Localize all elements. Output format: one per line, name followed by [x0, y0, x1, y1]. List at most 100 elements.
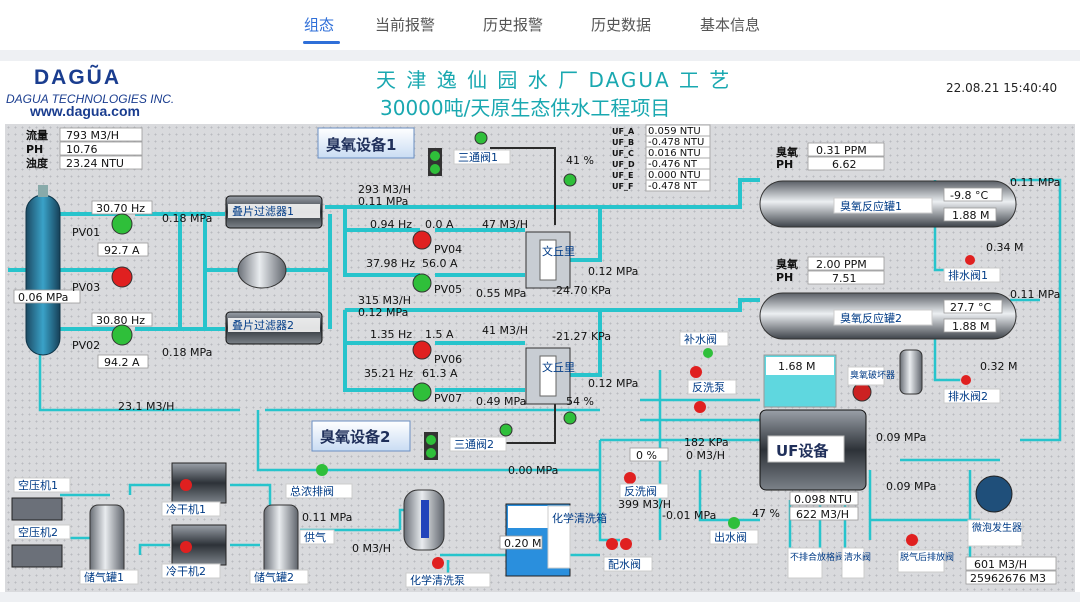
line1-vacuum: -24.70 KPa	[552, 284, 611, 297]
uf-inlet-pressure: 182 KPa	[684, 436, 729, 449]
pv07-pump-icon[interactable]	[412, 382, 432, 402]
drain-valve2-label: 排水阀2	[948, 389, 988, 403]
tab-current-alarms[interactable]: 当前报警	[375, 16, 436, 34]
uf-turb-key: UF_B	[612, 138, 634, 147]
pv06-pump-icon[interactable]	[412, 340, 432, 360]
make-up-valve-label: 补水阀	[684, 332, 717, 346]
pv04-amps: 0.0 A	[425, 218, 454, 231]
pv05-pump-icon[interactable]	[412, 273, 432, 293]
company-name: DAGUA TECHNOLOGIES INC.	[6, 92, 175, 106]
chem-tank-level: 0.20 M	[504, 537, 541, 550]
pv04-pump-icon[interactable]	[412, 230, 432, 250]
pv06-label: PV06	[434, 353, 462, 366]
divider	[0, 50, 1080, 61]
dryer2-label: 冷干机2	[166, 564, 206, 578]
venturi1-out-pressure: 0.12 MPa	[588, 265, 638, 278]
ozone-device1-label: 臭氧设备1	[326, 136, 396, 154]
line2-p-after: 0.49 MPa	[476, 395, 526, 408]
chemical-cleaning: 0 M3/H 化学清洗泵 0.20 M 化学清洗箱 配水阀	[352, 489, 653, 588]
pv02-pump-icon[interactable]	[111, 324, 133, 346]
tab-config[interactable]: 组态	[304, 16, 335, 34]
inlet-ph-value: 10.76	[66, 143, 98, 156]
pv04-hz: 0.94 Hz	[370, 218, 412, 231]
air-supply-pressure: 0.11 MPa	[302, 511, 352, 524]
uf-turb-key: UF_C	[612, 149, 634, 158]
inlet-readings: 流量 793 M3/H PH 10.76 浊度 23.24 NTU 0.06 M…	[13, 127, 174, 413]
pv05-hz: 37.98 Hz	[366, 257, 415, 270]
reactor1-ph-value: 6.62	[832, 158, 857, 171]
air-tank1-label: 储气罐1	[84, 570, 124, 584]
reactor2-o3-value: 2.00 PPM	[816, 258, 867, 271]
tab-basic-info[interactable]: 基本信息	[700, 16, 761, 34]
line1-readings: 293 M3/H 0.11 MPa 0.94 Hz 0.0 A 47 M3/H …	[358, 183, 638, 300]
line1-flow: 293 M3/H	[358, 183, 411, 196]
three-way-valve1-label: 三通阀1	[458, 150, 498, 164]
reactor2-o3-label: 臭氧	[776, 257, 798, 271]
reactor1-out-pressure: 0.11 MPa	[1010, 176, 1060, 189]
total-flow-rate: 601 M3/H	[974, 558, 1027, 571]
page-title: 天 津 逸 仙 园 水 厂 DAGUA 工 艺	[376, 68, 732, 92]
venturi1-label: 文丘里	[542, 244, 575, 258]
drain-valve1-label: 排水阀1	[948, 268, 988, 282]
backwash-pressure: -0.01 MPa	[662, 509, 716, 522]
pv02-label: PV02	[72, 339, 100, 352]
uf-pressure-2: 0.09 MPa	[886, 480, 936, 493]
pv01-amps: 92.7 A	[104, 244, 140, 257]
line1-p-after: 0.55 MPa	[476, 287, 526, 300]
uf-turb-key: UF_A	[612, 127, 635, 136]
ozone-device2-button[interactable]	[311, 420, 411, 452]
dryer1-label: 冷干机1	[166, 502, 206, 516]
ozone-lines	[490, 147, 556, 444]
line1-branch-flow: 47 M3/H	[482, 218, 528, 231]
line2-pressure: 0.12 MPa	[358, 306, 408, 319]
main-drain-valve-label: 总浓排阀	[290, 484, 334, 498]
reactor1-level: 1.88 M	[952, 209, 989, 222]
air-tank2-label: 储气罐2	[254, 570, 294, 584]
pv05-label: PV05	[434, 283, 462, 296]
pv06-amps: 1.5 A	[425, 328, 454, 341]
uf-out-flow: 622 M3/H	[796, 508, 849, 521]
flow-label: 流量	[26, 128, 48, 142]
line2-branch-flow: 41 M3/H	[482, 324, 528, 337]
line2-vacuum: -21.27 KPa	[552, 330, 611, 343]
uf-flow-a: 0 M3/H	[686, 449, 725, 462]
disc-filters: 叠片过滤器1 叠片过滤器2	[225, 195, 323, 345]
page-subtitle: 30000吨/天原生态供水工程项目	[380, 96, 671, 120]
ozone-device1-button[interactable]	[317, 127, 415, 159]
distribution-valve-label: 配水阀	[608, 557, 641, 571]
reactor1-drain-pressure: 0.34 M	[986, 241, 1023, 254]
ozone-device2-label: 臭氧设备2	[320, 428, 390, 446]
tab-history-alarms[interactable]: 历史报警	[483, 16, 544, 34]
line2-readings: 315 M3/H 0.12 MPa 1.35 Hz 1.5 A 41 M3/H …	[358, 294, 638, 408]
ozone-breaker-label: 臭氧破坏器	[850, 369, 895, 381]
three-way-valve2-label: 三通阀2	[454, 437, 494, 451]
datetime: 22.08.21 15:40:40	[946, 81, 1058, 95]
filter1-label: 叠片过滤器1	[232, 205, 294, 218]
clear-water-valve-label: 清水阀	[844, 551, 871, 563]
pump-out-pressure-2: 0.18 MPa	[162, 346, 212, 359]
ozone-devices: 臭氧设备1 三通阀1 41 % 臭氧设备2 三通阀2 54 %	[311, 127, 594, 460]
pv01-label: PV01	[72, 226, 100, 239]
pv02-hz: 30.80 Hz	[96, 314, 145, 327]
pv07-hz: 35.21 Hz	[364, 367, 413, 380]
uf-turb-value: 0.059 NTU	[648, 126, 701, 137]
outlet-valve-label: 出水阀	[714, 530, 747, 544]
air-supply-label: 供气	[304, 530, 326, 544]
bottom-strip	[0, 592, 1080, 602]
drain-valve-a-label: 不排合放格阀	[790, 551, 844, 563]
reactor2-drain-pressure: 0.32 M	[980, 360, 1017, 373]
pv03-pump-icon[interactable]	[111, 266, 133, 288]
tab-history-data[interactable]: 历史数据	[591, 16, 652, 34]
pv01-hz: 30.70 Hz	[96, 202, 145, 215]
line2-flow: 315 M3/H	[358, 294, 411, 307]
uf-turb-value: -0.476 NT	[648, 159, 698, 170]
valve2-percent: 54 %	[566, 395, 594, 408]
pv06-hz: 1.35 Hz	[370, 328, 412, 341]
uf-turb-key: UF_E	[612, 171, 633, 180]
pv01-pump-icon[interactable]	[111, 213, 133, 235]
air-compressor2-label: 空压机2	[18, 525, 58, 539]
pumps-left: 30.70 Hz PV01 92.7 A PV03 30.80 Hz PV02 …	[72, 200, 212, 369]
total-flow: 25962676 M3	[970, 572, 1046, 585]
air-system: 空压机1 空压机2 储气罐1 冷干机1 冷干机2 储气罐2 0.11 MPa 供…	[11, 462, 558, 585]
